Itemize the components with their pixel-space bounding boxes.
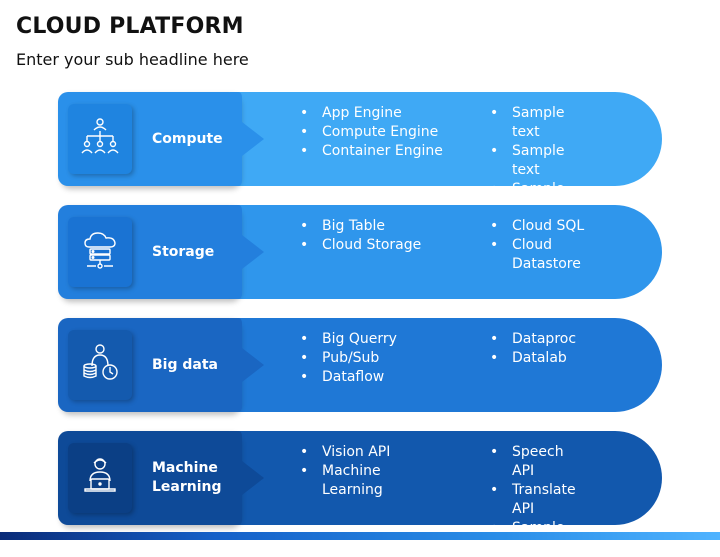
row-compute: Compute App Engine Compute Engine Contai… [58, 92, 664, 216]
chevron-arrow [230, 431, 266, 525]
feature-list: Big Querry Pub/Sub Dataflow [298, 330, 468, 387]
row-big-data: Big data Big Querry Pub/Sub Dataflow Dat… [58, 318, 664, 414]
list-item: Sample text [488, 142, 588, 180]
row-label: Machine Learning [152, 460, 222, 495]
person-laptop-icon [79, 455, 121, 502]
list-item: Container Engine [298, 142, 468, 161]
row-label: Storage [152, 243, 215, 260]
feature-list-secondary: Sample text Sample text Sample text [488, 104, 588, 218]
list-item: Cloud Storage [298, 236, 468, 255]
list-item: Big Querry [298, 330, 468, 349]
feature-list-secondary: Dataproc Datalab [488, 330, 588, 368]
row-storage: Storage Big Table Cloud Storage Cloud SQ… [58, 205, 664, 301]
list-item: Cloud Datastore [488, 236, 588, 274]
list-item: Sample text [488, 104, 588, 142]
icon-box [68, 330, 132, 400]
list-item: Datalab [488, 349, 588, 368]
list-item: Speech API [488, 443, 588, 481]
list-item: Translate API [488, 481, 588, 519]
list-item: Compute Engine [298, 123, 468, 142]
list-item: Pub/Sub [298, 349, 468, 368]
list-item: Dataproc [488, 330, 588, 349]
cloud-server-icon [79, 229, 121, 276]
row-label: Big data [152, 356, 218, 373]
page-title: CLOUD PLATFORM [16, 14, 244, 39]
chevron-arrow [230, 318, 266, 412]
icon-box [68, 217, 132, 287]
list-item: Machine Learning [298, 462, 392, 500]
feature-list-secondary: Cloud SQL Cloud Datastore [488, 217, 588, 274]
list-item: Dataflow [298, 368, 468, 387]
feature-list: Big Table Cloud Storage [298, 217, 468, 255]
feature-list: App Engine Compute Engine Container Engi… [298, 104, 468, 161]
chevron-arrow [230, 92, 266, 186]
row-label: Compute [152, 130, 223, 147]
data-person-icon [79, 342, 121, 389]
chevron-arrow [230, 205, 266, 299]
hierarchy-icon [79, 116, 121, 163]
bottom-accent-bar [0, 532, 720, 540]
row-machine-learning: Machine Learning Vision API Machine Lear… [58, 431, 664, 555]
icon-box [68, 443, 132, 513]
icon-box [68, 104, 132, 174]
feature-list: Vision API Machine Learning [298, 443, 468, 500]
page-subtitle: Enter your sub headline here [16, 50, 249, 69]
list-item: Vision API [298, 443, 468, 462]
list-item: App Engine [298, 104, 468, 123]
list-item: Big Table [298, 217, 468, 236]
list-item: Cloud SQL [488, 217, 588, 236]
